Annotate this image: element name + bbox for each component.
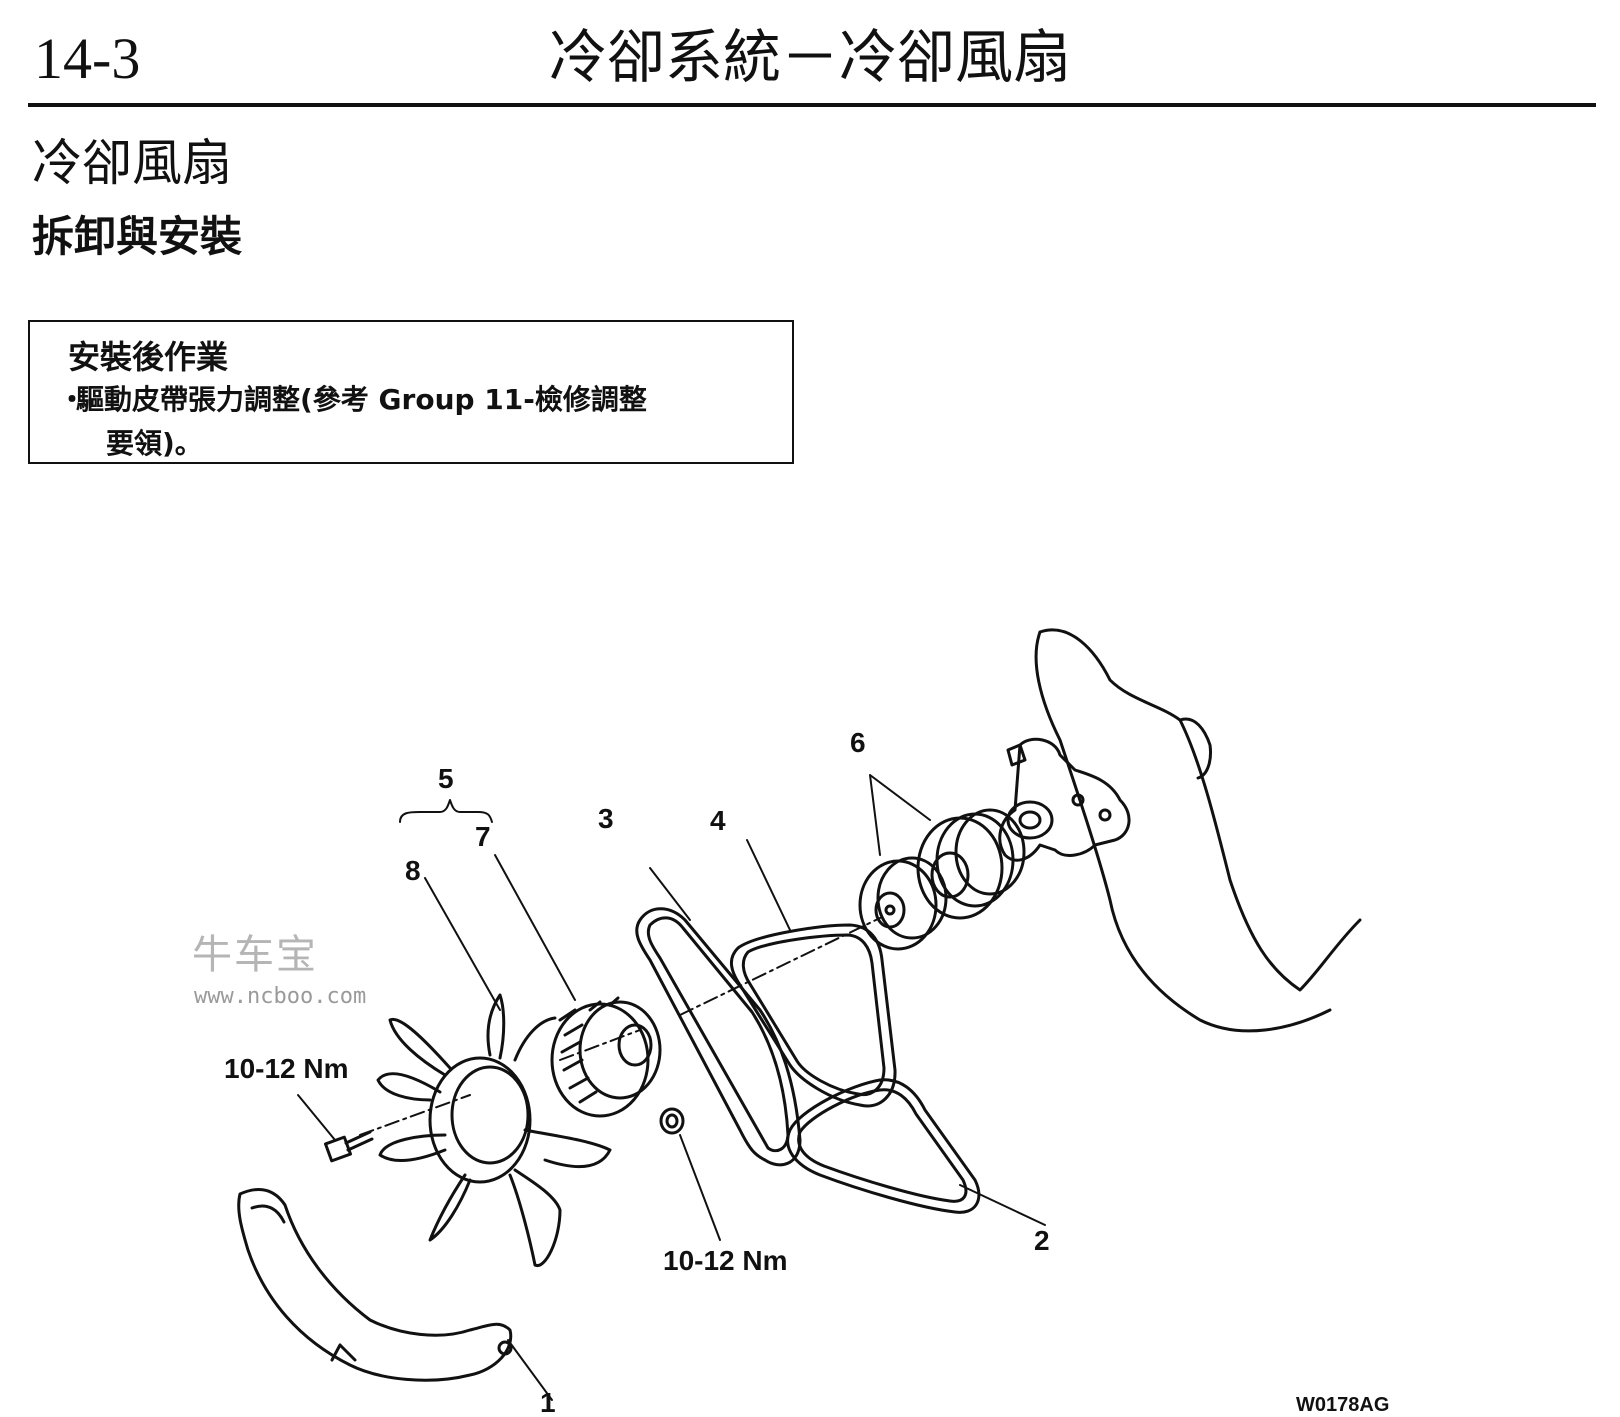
post-installation-notice: 安裝後作業 ・ 驅動皮帶張力調整(參考 Group 11-檢修調整 要領)。 [28, 320, 794, 464]
callout-8: 8 [405, 855, 421, 886]
fan-clutch [550, 996, 662, 1118]
torque-label-fan-bolt: 10-12 Nm [224, 1053, 349, 1084]
assembly-centerline [359, 917, 881, 1136]
watermark-url: www.ncboo.com [194, 984, 367, 1009]
notice-heading: 安裝後作業 [68, 338, 229, 376]
water-pump [998, 737, 1131, 862]
notice-text-line1: 驅動皮帶張力調整(參考 Group 11-檢修調整 [76, 383, 647, 416]
fan-shroud-lower [237, 1188, 513, 1382]
subsection-title: 拆卸與安裝 [32, 212, 243, 261]
page-number: 14-3 [34, 26, 141, 91]
exploded-view-diagram: 1 2 3 4 5 6 7 8 10-12 Nm 10-12 Nm [224, 628, 1362, 1414]
callout-5: 5 [438, 763, 454, 794]
cooling-fan [376, 993, 612, 1267]
callout-1: 1 [540, 1387, 556, 1414]
torque-label-nut: 10-12 Nm [663, 1245, 788, 1276]
section-title: 冷卻風扇 [32, 134, 232, 192]
callout-6: 6 [850, 727, 866, 758]
callout-2: 2 [1034, 1225, 1050, 1256]
drive-belt-inner [786, 1078, 981, 1214]
header-divider [28, 103, 1596, 107]
pulley-small [858, 856, 948, 951]
callout-7: 7 [475, 821, 491, 852]
flange-nut [659, 1107, 685, 1135]
bullet-icon: ・ [58, 383, 87, 416]
engine-block-outline [1038, 628, 1362, 992]
notice-text-line2: 要領)。 [106, 427, 203, 460]
drive-belt-outer [635, 907, 802, 1167]
page-header-title: 冷卻系統－冷卻風扇 [548, 23, 1071, 91]
callout-3: 3 [598, 803, 614, 834]
callout-4: 4 [710, 805, 726, 836]
watermark-brand: 牛车宝 [192, 932, 318, 978]
figure-code: W0178AG [1296, 1394, 1390, 1416]
